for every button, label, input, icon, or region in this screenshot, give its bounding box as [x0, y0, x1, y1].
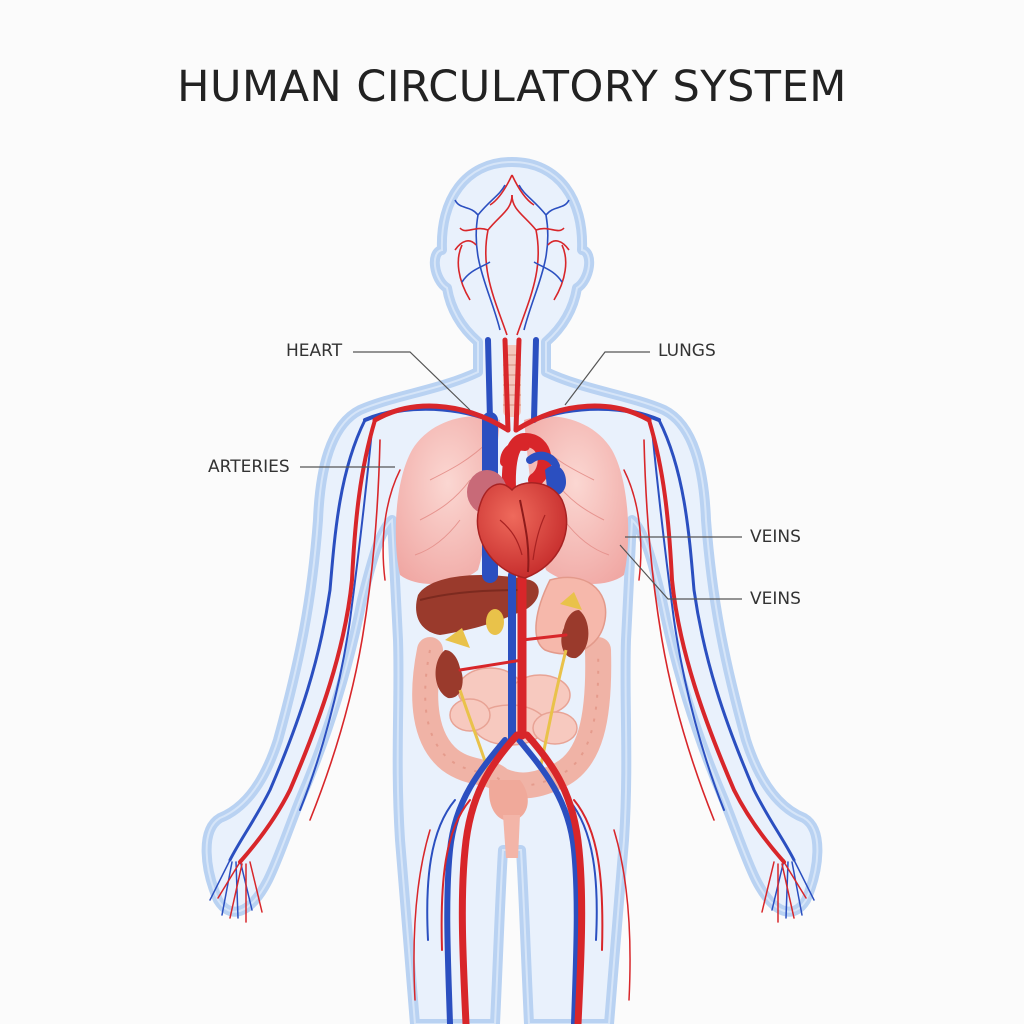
lungs-leader-line [564, 351, 650, 406]
veins-lower-leader-line [619, 544, 742, 600]
veins-label-lower: VEINS [750, 589, 801, 609]
arteries [217, 337, 807, 1024]
veins-label-upper: VEINS [750, 527, 801, 547]
head-vessels [454, 174, 570, 336]
heart-leader-line [353, 351, 471, 411]
heart-label: HEART [286, 341, 343, 361]
heart [467, 440, 568, 579]
diagram-title: HUMAN CIRCULATORY SYSTEM [177, 62, 847, 112]
lungs-label: LUNGS [658, 341, 716, 361]
arteries-label: ARTERIES [208, 457, 290, 477]
leader-lines [300, 351, 742, 600]
